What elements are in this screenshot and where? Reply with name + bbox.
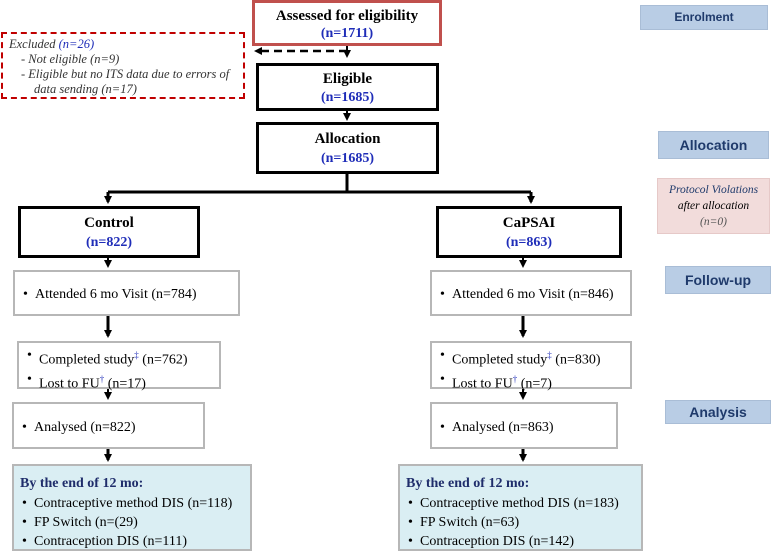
- allocation-label: Allocation: [314, 131, 381, 147]
- capsai-lost-to-fu: Lost to FU† (n=7): [438, 370, 624, 394]
- excluded-label: Excluded: [9, 37, 56, 51]
- control-count: (n=822): [85, 235, 133, 250]
- control-final-item: FP Switch (n=(29): [20, 513, 244, 532]
- excluded-item-no-its-data: - Eligible but no ITS data due to errors…: [21, 67, 230, 81]
- capsai-final-box: By the end of 12 mo: Contraceptive metho…: [398, 464, 643, 551]
- capsai-label: CaPSAI: [502, 215, 556, 231]
- capsai-completed-box: Completed study‡ (n=830) Lost to FU† (n=…: [430, 341, 632, 391]
- protocol-line-2: after allocation: [677, 200, 750, 212]
- control-final-item: Contraceptive method DIS (n=118): [20, 494, 244, 513]
- allocation-count: (n=1685): [320, 151, 375, 166]
- excluded-item-data-sending: data sending (n=17): [34, 82, 137, 96]
- stage-follow-up: Follow-up: [665, 266, 771, 294]
- control-attended-box: Attended 6 mo Visit (n=784): [13, 270, 240, 316]
- control-final-title: By the end of 12 mo:: [20, 476, 144, 491]
- control-completed-box: Completed study‡ (n=762) Lost to FU† (n=…: [17, 341, 221, 391]
- control-analysed-text: Analysed (n=822): [20, 418, 197, 437]
- protocol-violations-box: Protocol Violations after allocation (n=…: [657, 178, 770, 234]
- excluded-count: (n=26): [58, 37, 95, 51]
- capsai-final-item: FP Switch (n=63): [406, 513, 635, 532]
- control-completed-study: Completed study‡ (n=762): [25, 346, 213, 370]
- capsai-count: (n=863): [505, 235, 553, 250]
- control-analysed-box: Analysed (n=822): [12, 402, 205, 449]
- excluded-box: Excluded (n=26) - Not eligible (n=9) - E…: [1, 32, 245, 99]
- capsai-attended-text: Attended 6 mo Visit (n=846): [438, 285, 624, 304]
- control-box: Control (n=822): [18, 206, 200, 258]
- capsai-attended-box: Attended 6 mo Visit (n=846): [430, 270, 632, 316]
- capsai-box: CaPSAI (n=863): [436, 206, 622, 258]
- allocation-box: Allocation (n=1685): [256, 122, 439, 174]
- eligible-label: Eligible: [322, 71, 373, 87]
- control-attended-text: Attended 6 mo Visit (n=784): [21, 285, 232, 304]
- stage-analysis: Analysis: [665, 400, 771, 424]
- protocol-line-3: (n=0): [700, 216, 727, 228]
- stage-enrolment: Enrolment: [640, 5, 768, 30]
- capsai-final-item: Contraceptive method DIS (n=183): [406, 494, 635, 513]
- control-final-item: Contraception DIS (n=111): [20, 532, 244, 551]
- eligible-box: Eligible (n=1685): [256, 63, 439, 111]
- control-lost-to-fu: Lost to FU† (n=17): [25, 370, 213, 394]
- capsai-final-title: By the end of 12 mo:: [406, 476, 530, 491]
- capsai-analysed-box: Analysed (n=863): [430, 402, 618, 449]
- assessed-count: (n=1711): [320, 26, 374, 41]
- excluded-title: Excluded (n=26): [9, 37, 237, 52]
- capsai-analysed-text: Analysed (n=863): [438, 418, 610, 437]
- control-final-box: By the end of 12 mo: Contraceptive metho…: [12, 464, 252, 551]
- protocol-line-1: Protocol Violations: [668, 184, 759, 196]
- assessed-box: Assessed for eligibility (n=1711): [252, 0, 442, 46]
- excluded-item-not-eligible: - Not eligible (n=9): [21, 52, 120, 66]
- eligible-count: (n=1685): [320, 90, 375, 105]
- control-label: Control: [84, 215, 134, 231]
- capsai-final-item: Contraception DIS (n=142): [406, 532, 635, 551]
- capsai-completed-study: Completed study‡ (n=830): [438, 346, 624, 370]
- assessed-label: Assessed for eligibility: [275, 8, 419, 24]
- stage-allocation: Allocation: [658, 131, 769, 159]
